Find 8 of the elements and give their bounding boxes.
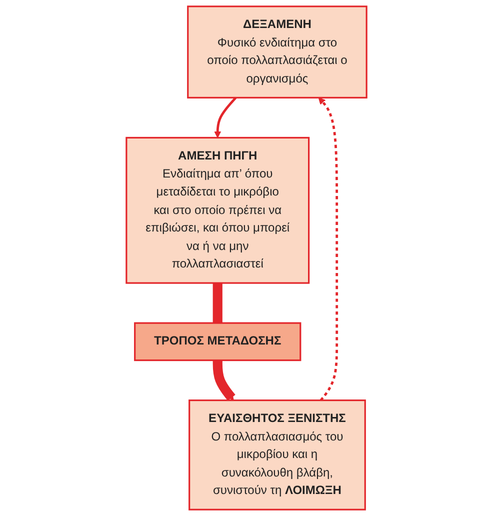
arrow <box>212 358 236 401</box>
node-box: ΔΕΞΑΜΕΝΗ Φυσικό ενδιαίτημα στο οποίο πολλαπλασιάζεται ο οργανισμός <box>187 6 368 98</box>
node-box: ΑΜΕΣΗ ΠΗΓΗ Ενδιαίτημα απ’ όπου μεταδίδεται το μικρόβιο και στο οποίο πρέπει να επιβιώσει, και όπου μπορεί να ή να μην πολλαπλασιαστεί <box>126 136 310 284</box>
arrow <box>214 96 237 138</box>
arrow <box>318 97 338 402</box>
node-box: ΤΡΟΠΟΣ ΜΕΤΑΔΟΣΗΣ <box>134 322 302 362</box>
node-box: ΕΥΑΙΣΘΗΤΟΣ ΞΕΝΙΣΤΗΣ Ο πολλαπλασιασμός του μικροβίου και η συνακόλουθη βλάβη, συνιστούν τη ΛΟΙΜΩΞΗ <box>188 400 366 510</box>
connector <box>212 282 222 325</box>
